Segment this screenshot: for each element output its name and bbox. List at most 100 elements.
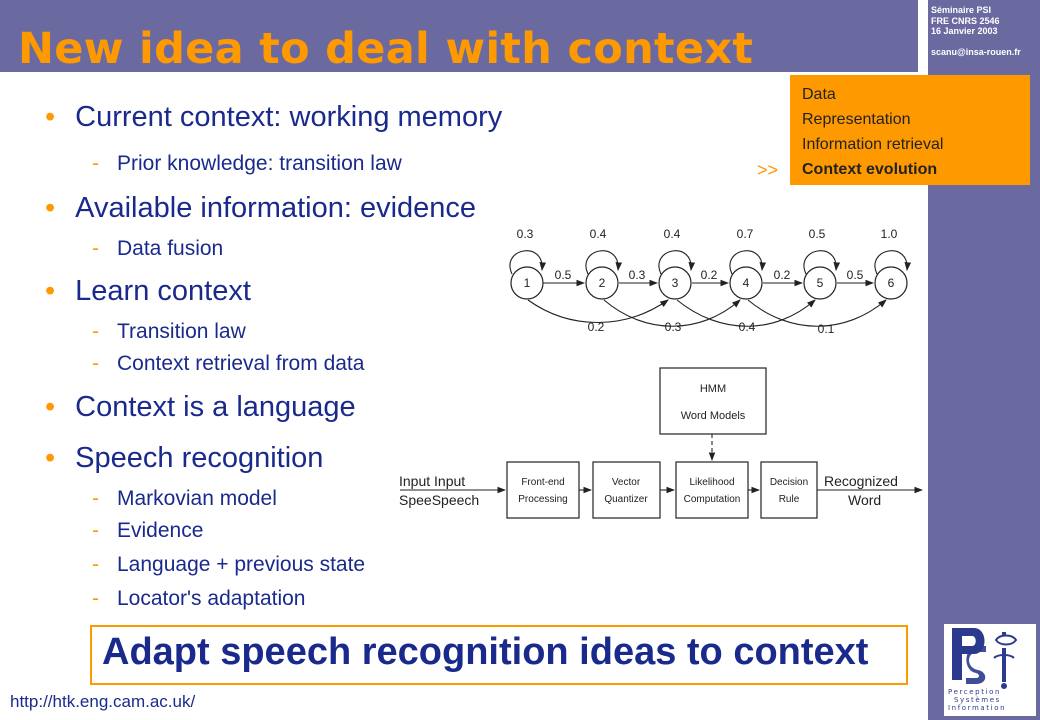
sub-text: Prior knowledge: transition law	[117, 152, 402, 175]
state-label: 6	[888, 276, 895, 290]
sub-data-fusion: -Data fusion	[92, 237, 224, 260]
sub-markovian-model: -Markovian model	[92, 487, 277, 510]
input-label: Input Input	[399, 473, 465, 489]
state-label: 4	[743, 276, 750, 290]
skip-3-5	[676, 299, 816, 327]
self-loop-2	[585, 250, 623, 275]
nav-item-context-evolution[interactable]: Context evolution	[802, 161, 938, 178]
state-6	[874, 266, 908, 300]
skip-1-3	[527, 299, 669, 323]
box-label: Quantizer	[604, 494, 648, 505]
info-lab: FRE CNRS 2546	[931, 15, 1000, 26]
bullet-speech-recognition: •Speech recognition	[45, 442, 324, 474]
hmm-subtitle: Word Models	[681, 410, 746, 422]
nav-item-data[interactable]: Data	[802, 86, 836, 103]
bullet-learn-context: •Learn context	[45, 275, 251, 307]
nav-item-representation[interactable]: Representation	[802, 111, 911, 128]
info-seminar: Séminaire PSI	[931, 5, 992, 15]
self-loop-1	[509, 250, 547, 275]
hmm-title: HMM	[700, 383, 726, 395]
bullet-text: Speech recognition	[75, 442, 324, 474]
bullet-context-language: •Context is a language	[45, 391, 356, 423]
output-label: Recognized	[824, 473, 898, 489]
bullet-available-information: •Available information: evidence	[45, 192, 477, 224]
state-label: 5	[817, 276, 824, 290]
state-4	[729, 266, 763, 300]
bullet-text: Current context: working memory	[75, 101, 503, 133]
conclusion-box: Adapt speech recognition ideas to contex…	[90, 625, 908, 685]
sub-text: Locator's adaptation	[117, 587, 306, 610]
skip-prob: 0.4	[739, 320, 756, 334]
skip-2-4	[603, 299, 741, 327]
logo-caption: Systèmes	[954, 696, 1001, 704]
diagrams-canvas: 1 2 3 4 5 6 0.3 0.4 0.4 0.7 0.5 1.0 0.5 …	[399, 227, 924, 519]
sub-locator-adaptation: -Locator's adaptation	[92, 587, 306, 610]
sub-text: Evidence	[117, 519, 204, 542]
self-prob: 0.5	[809, 227, 826, 241]
box-label: Rule	[779, 494, 800, 505]
sub-text: Language + previous state	[117, 553, 366, 576]
forward-prob: 0.5	[847, 268, 864, 282]
box-label: Front-end	[521, 477, 564, 488]
forward-prob: 0.3	[629, 268, 646, 282]
self-prob: 0.4	[590, 227, 607, 241]
state-label: 2	[599, 276, 606, 290]
logo-caption: Information	[948, 704, 1006, 712]
box-label: Processing	[518, 494, 567, 505]
bullet-text: Learn context	[75, 275, 251, 307]
self-prob: 0.4	[664, 227, 681, 241]
forward-prob: 0.2	[701, 268, 718, 282]
state-label: 1	[524, 276, 531, 290]
self-prob: 0.7	[737, 227, 754, 241]
output-label: Word	[848, 492, 881, 508]
psi-logo: Perception Systèmes Information	[944, 624, 1036, 716]
forward-prob: 0.5	[555, 268, 572, 282]
self-loop-5	[803, 250, 841, 275]
box-label: Computation	[684, 494, 741, 505]
header-band	[0, 0, 918, 72]
sub-text: Markovian model	[117, 487, 277, 510]
nav-item-information-retrieval[interactable]: Information retrieval	[802, 136, 944, 153]
box-label: Vector	[612, 477, 641, 488]
seminar-info: Séminaire PSI FRE CNRS 2546 16 Janvier 2…	[931, 5, 1021, 57]
sub-text: Data fusion	[117, 237, 224, 260]
sub-context-retrieval: -Context retrieval from data	[92, 352, 365, 375]
skip-4-6	[747, 299, 887, 327]
skip-prob: 0.1	[818, 322, 835, 336]
info-date: 16 Janvier 2003	[931, 26, 998, 36]
sub-transition-law: -Transition law	[92, 320, 246, 343]
state-2	[585, 266, 619, 300]
logo-caption: Perception	[948, 688, 1001, 696]
decision-rule-box	[760, 461, 818, 519]
slide-title: New idea to deal with context	[18, 24, 754, 74]
conclusion-text: Adapt speech recognition ideas to contex…	[102, 631, 869, 673]
hmm-box	[659, 367, 767, 435]
box-label: Likelihood	[689, 477, 734, 488]
nav-current-marker: >>	[757, 160, 779, 180]
speech-pipeline-diagram: HMM Word Models Front-end Processing Vec…	[399, 367, 924, 519]
likelihood-box	[675, 461, 749, 519]
bullet-text: Context is a language	[75, 391, 356, 423]
sub-language-previous-state: -Language + previous state	[92, 553, 366, 576]
sub-text: Transition law	[117, 320, 246, 343]
sub-prior-knowledge: -Prior knowledge: transition law	[92, 152, 402, 175]
skip-prob: 0.2	[588, 320, 605, 334]
markov-chain-diagram: 1 2 3 4 5 6 0.3 0.4 0.4 0.7 0.5 1.0 0.5 …	[509, 227, 912, 336]
vector-quantizer-box	[592, 461, 661, 519]
front-end-box	[506, 461, 580, 519]
state-1	[510, 266, 544, 300]
bullet-text: Available information: evidence	[75, 192, 477, 224]
self-loop-4	[729, 250, 767, 275]
self-loop-6	[874, 250, 912, 275]
state-5	[803, 266, 837, 300]
info-email[interactable]: scanu@insa-rouen.fr	[931, 46, 1021, 57]
section-nav: Data Representation Information retrieva…	[790, 75, 1030, 185]
bullet-current-context: •Current context: working memory	[45, 101, 503, 133]
footer-link[interactable]: http://htk.eng.cam.ac.uk/	[10, 692, 196, 711]
state-3	[658, 266, 692, 300]
sub-text: Context retrieval from data	[117, 352, 365, 375]
self-loop-3	[658, 250, 696, 275]
state-label: 3	[672, 276, 679, 290]
sub-evidence: -Evidence	[92, 519, 204, 542]
box-label: Decision	[770, 477, 808, 488]
